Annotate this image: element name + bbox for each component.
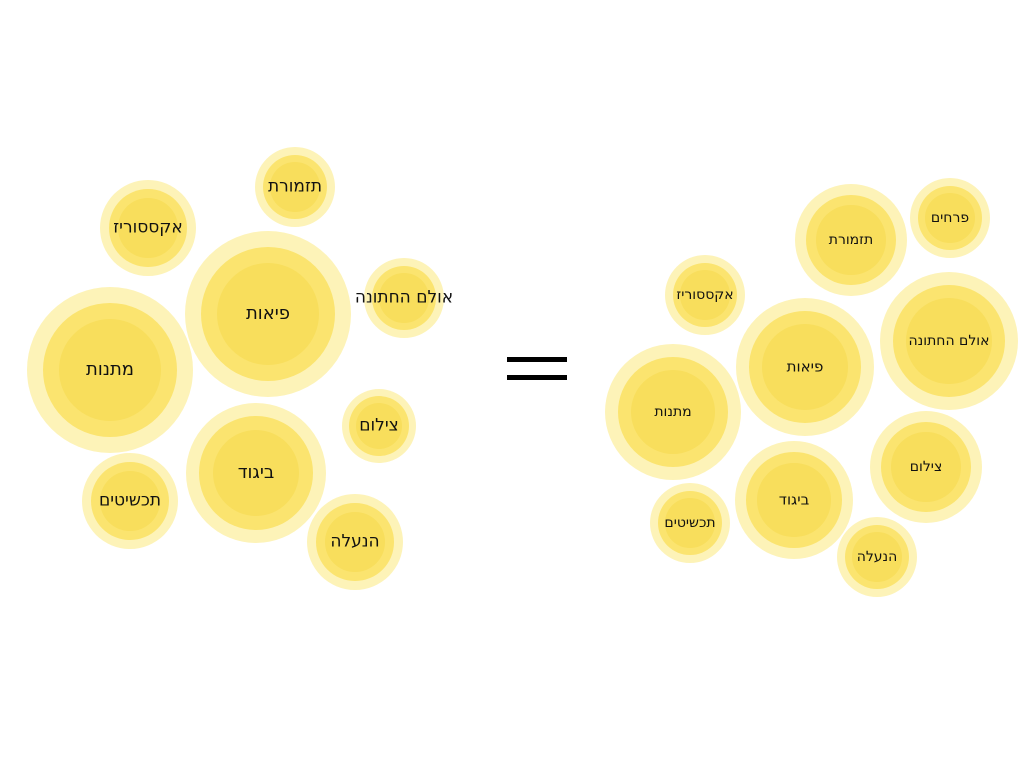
- right-bubble-label: אולם החתונה: [908, 333, 990, 349]
- right-bubble-core: [816, 205, 886, 275]
- equals-sign: [507, 353, 567, 385]
- left-bubble: תכשיטים: [82, 453, 178, 549]
- right-bubble: מתנות: [605, 344, 741, 480]
- right-bubble: תזמורת: [795, 184, 907, 296]
- equals-bar-bottom: [507, 375, 567, 380]
- left-bubble-label: תזמורת: [267, 176, 323, 197]
- left-bubble-core: [356, 403, 402, 449]
- right-bubble: ביגוד: [735, 441, 853, 559]
- right-bubble: פיאות: [736, 298, 874, 436]
- right-bubble: הנעלה: [837, 517, 917, 597]
- right-bubble-label: פרחים: [930, 210, 970, 226]
- right-bubble-label: אקססוריז: [676, 287, 734, 303]
- right-bubble-label: מתנות: [654, 404, 692, 420]
- left-bubble: הנעלה: [307, 494, 403, 590]
- left-bubble: פיאות: [185, 231, 351, 397]
- left-bubble: ביגוד: [186, 403, 326, 543]
- left-bubble: צילום: [342, 389, 416, 463]
- right-bubble: אולם החתונה: [880, 272, 1018, 410]
- right-bubble-core: [762, 324, 848, 410]
- left-bubble-core: [58, 318, 162, 422]
- right-bubble-core: [891, 432, 961, 502]
- right-bubble-label: ביגוד: [778, 490, 810, 509]
- left-bubble: אולם החתונה: [355, 258, 453, 338]
- right-bubble: תכשיטים: [650, 483, 730, 563]
- right-bubble: צילום: [870, 411, 982, 523]
- right-bubble-label: תזמורת: [828, 232, 874, 248]
- right-bubble-core: [680, 270, 730, 320]
- left-bubble-core: [100, 471, 160, 531]
- left-bubble-core: [216, 262, 320, 366]
- left-bubble-label: מתנות: [86, 359, 134, 380]
- right-bubble-label: תכשיטים: [664, 515, 716, 531]
- right-bubble: פרחים: [910, 178, 990, 258]
- left-bubble: מתנות: [27, 287, 193, 453]
- right-bubble-label: פיאות: [786, 357, 824, 376]
- left-bubble-core: [270, 162, 320, 212]
- right-bubble-core: [925, 193, 975, 243]
- left-bubble-core: [212, 429, 300, 517]
- right-bubble: אקססוריז: [665, 255, 745, 335]
- left-bubble-label: ביגוד: [237, 462, 275, 483]
- right-bubble-core: [852, 532, 902, 582]
- right-bubble-core: [757, 463, 831, 537]
- left-bubble-label: אקססוריז: [113, 217, 183, 238]
- right-bubble-core: [665, 498, 715, 548]
- left-bubble-label: תכשיטים: [98, 490, 162, 511]
- left-bubble: תזמורת: [255, 147, 335, 227]
- left-bubble-core: [118, 198, 178, 258]
- left-bubble-label: צילום: [359, 415, 399, 436]
- left-bubble-label: אולם החתונה: [354, 287, 454, 308]
- right-bubble-core: [906, 298, 992, 384]
- left-bubble-core: [325, 512, 385, 572]
- left-bubble-label: הנעלה: [330, 531, 380, 552]
- right-bubble-core: [630, 369, 716, 455]
- equals-bar-top: [507, 357, 567, 362]
- left-bubble-core: [379, 273, 429, 323]
- left-bubble: אקססוריז: [100, 180, 196, 276]
- right-bubble-label: צילום: [909, 459, 943, 475]
- right-bubble-label: הנעלה: [856, 549, 898, 565]
- left-bubble-label: פיאות: [245, 303, 291, 324]
